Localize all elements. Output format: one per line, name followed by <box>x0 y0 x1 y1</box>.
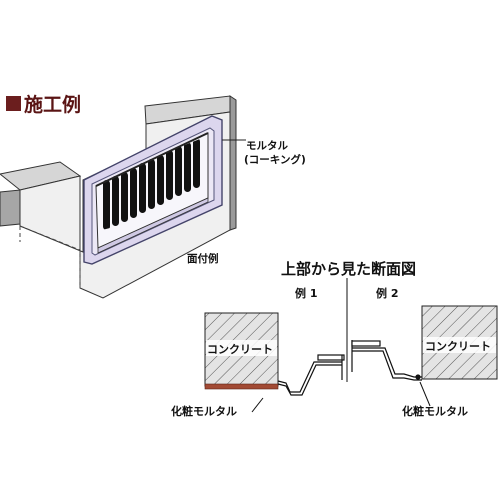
finish-mortar-strip <box>204 383 279 390</box>
louver-slat <box>112 176 119 226</box>
face-example-label: 面付例 <box>187 252 219 265</box>
caulking-label: (コーキング) <box>244 153 306 166</box>
wall-illustration <box>0 95 246 299</box>
concrete-left-label: コンクリート <box>207 343 273 356</box>
louver-slat <box>166 150 173 200</box>
louver-slats <box>103 138 200 230</box>
louver-slat <box>121 172 128 222</box>
example2-label: 例 2 <box>376 286 398 300</box>
low-wall-front <box>0 189 21 227</box>
heading-square-icon <box>6 96 21 111</box>
profile-example1 <box>277 354 345 396</box>
louver-slat <box>184 142 191 192</box>
concrete-right-label: コンクリート <box>425 340 491 353</box>
louver-slat <box>157 155 164 205</box>
louver-slat <box>193 138 200 188</box>
louver-slat <box>139 163 146 213</box>
wall-right-side <box>229 95 237 231</box>
louver-slat <box>175 146 182 196</box>
finish-mortar-left-label: 化粧モルタル <box>171 404 237 418</box>
louver-slat <box>103 180 110 230</box>
example1-label: 例 1 <box>295 286 317 300</box>
mortar-label: モルタル <box>246 140 288 152</box>
heading-text: 施工例 <box>24 93 81 116</box>
section-title: 上部から見た断面図 <box>281 260 416 278</box>
louver-slat <box>148 159 155 209</box>
finish-mortar-right-label: 化粧モルタル <box>402 404 468 418</box>
section-heading: 施工例 <box>6 93 81 116</box>
profile-example2 <box>351 340 422 381</box>
louver-slat <box>130 168 137 218</box>
